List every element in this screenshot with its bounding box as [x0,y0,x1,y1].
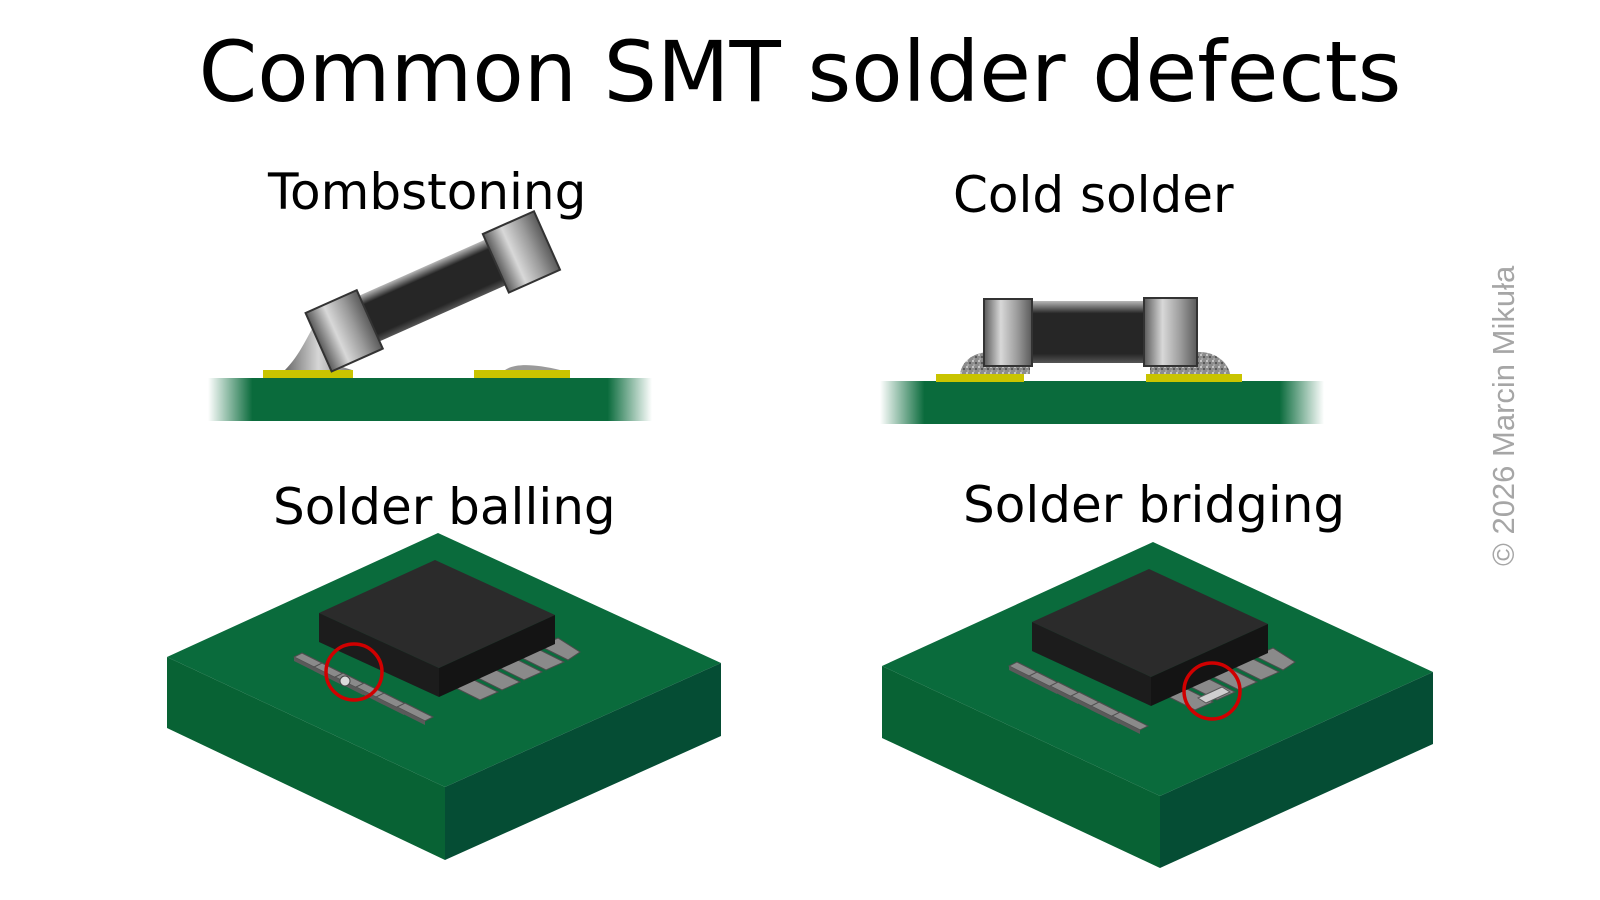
solder-pad-right [474,370,570,378]
solder-bridging-label: Solder bridging [963,476,1345,534]
pcb-board [880,381,1324,424]
defect-highlight-ring [324,642,384,702]
solder-pad-right [1146,374,1242,382]
pcb-board [208,378,652,421]
ic-chip [1032,569,1268,706]
pcb-block-right [445,663,721,860]
tombstoning-label: Tombstoning [267,163,586,221]
tombstoning-panel: Tombstoning [208,163,652,421]
defect-highlight-ring [1182,661,1242,721]
solder-residue [505,365,560,370]
copyright-notice: © 2026 Marcin Mikuła [1486,265,1521,566]
resistor-cap-right [1143,297,1198,367]
solder-balling-label: Solder balling [273,478,616,536]
pcb-block-left [167,657,445,860]
resistor-body [1028,301,1148,363]
cold-solder-label: Cold solder [953,166,1234,224]
tilted-resistor [304,209,562,373]
solder-bridging-panel: Solder bridging [882,476,1433,868]
solder-balling-panel: Solder balling [167,478,721,860]
pcb-block-left [882,666,1160,868]
solder-pad-left [263,370,353,378]
solder-pad-left [936,374,1024,382]
ic-chip [319,560,555,697]
solder-ball [339,675,351,687]
page-title: Common SMT solder defects [199,23,1402,121]
resistor-cap-left [983,298,1033,367]
pcb-block-right [1160,672,1433,868]
solder-bridge [1196,686,1232,704]
cold-solder-panel: Cold solder [880,166,1324,424]
